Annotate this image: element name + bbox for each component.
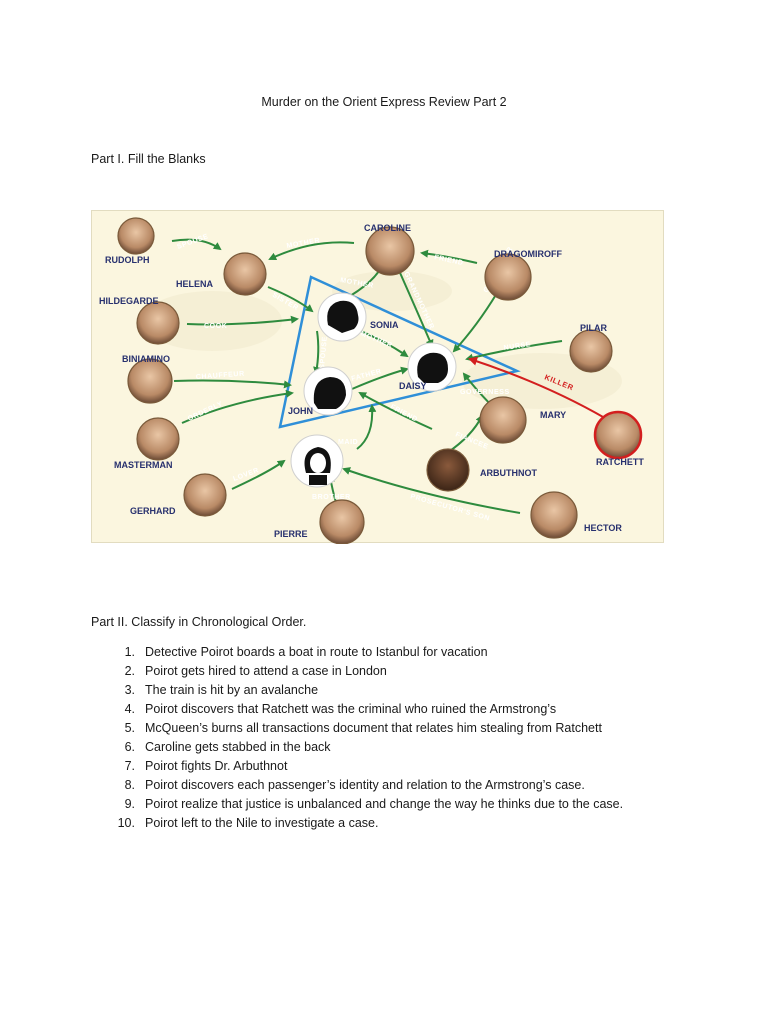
portrait-masterman: [137, 418, 179, 460]
list-item: 7.Poirot fights Dr. Arbuthnot: [108, 757, 623, 776]
relation-label: ORDERLY: [187, 400, 224, 422]
relation-label: MAID: [338, 439, 358, 446]
arrow-chauffeur: [174, 381, 290, 386]
relation-label: CHAUFFEUR: [196, 371, 245, 381]
silhouette-sonia: [318, 293, 366, 341]
part1-heading: Part I. Fill the Blanks: [91, 152, 206, 166]
label-caroline: CAROLINE: [364, 223, 411, 233]
portrait-helena: [224, 253, 266, 295]
list-item: 8.Poirot discovers each passenger’s iden…: [108, 776, 623, 795]
list-item: 6.Caroline gets stabbed in the back: [108, 738, 623, 757]
relation-label: FIANCEE: [454, 431, 489, 451]
portrait-hildegarde: [137, 302, 179, 344]
arrow-spouse-center: [316, 331, 318, 373]
relation-label: GOVERNESS: [460, 389, 510, 396]
relation-label: MOTHER: [359, 330, 393, 349]
label-daisy: DAISY: [399, 381, 427, 391]
label-masterman: MASTERMAN: [114, 460, 173, 470]
label-ratchett: RATCHETT: [596, 457, 644, 467]
list-item: 1.Detective Poirot boards a boat in rout…: [108, 643, 623, 662]
character-relationship-diagram: SPOUSE MOTHER FRIEND MOTHER SISTER GRAND…: [91, 210, 664, 543]
label-biniamino: BINIAMINO: [122, 354, 170, 364]
portrait-hector: [531, 492, 577, 538]
portrait-pilar: [570, 330, 612, 372]
portrait-ratchett: [595, 412, 641, 458]
label-hector: HECTOR: [584, 523, 622, 533]
list-item: 2.Poirot gets hired to attend a case in …: [108, 662, 623, 681]
relation-label: COOK: [204, 323, 227, 330]
label-mary: MARY: [540, 410, 566, 420]
label-john: JOHN: [288, 406, 313, 416]
relation-label: NURSE: [503, 341, 531, 352]
label-pierre: PIERRE: [274, 529, 308, 539]
arrow-maid: [357, 406, 372, 449]
list-item: 5.McQueen’s burns all transactions docum…: [108, 719, 623, 738]
list-item: 10.Poirot left to the Nile to investigat…: [108, 814, 623, 833]
portrait-dragomiroff: [485, 254, 531, 300]
silhouette-maid: [291, 435, 343, 487]
relation-label: FRIEND: [389, 404, 418, 424]
label-arbuthnot: ARBUTHNOT: [480, 468, 537, 478]
label-helena: HELENA: [176, 279, 214, 289]
arrow-godmother: [454, 293, 497, 351]
relation-label: FRIEND: [434, 254, 464, 267]
label-pilar: PILAR: [580, 323, 608, 333]
portrait-arbuthnot: [427, 449, 469, 491]
relation-label: SPOUSE: [319, 336, 329, 369]
relation-label: FATHER: [351, 368, 383, 383]
relation-label: MOTHER: [286, 237, 321, 250]
list-item: 3.The train is hit by an avalanche: [108, 681, 623, 700]
portrait-biniamino: [128, 359, 172, 403]
chronological-events-list: 1.Detective Poirot boards a boat in rout…: [108, 643, 623, 833]
portrait-gerhard: [184, 474, 226, 516]
list-item: 4.Poirot discovers that Ratchett was the…: [108, 700, 623, 719]
label-rudolph: RUDOLPH: [105, 255, 150, 265]
relation-label: LOVER: [232, 467, 260, 483]
portrait-mary: [480, 397, 526, 443]
label-hildegarde: HILDEGARDE: [99, 296, 159, 306]
part2-heading: Part II. Classify in Chronological Order…: [91, 615, 306, 629]
label-dragomiroff: DRAGOMIROFF: [494, 249, 562, 259]
label-sonia: SONIA: [370, 320, 399, 330]
label-gerhard: GERHARD: [130, 506, 176, 516]
portrait-pierre: [320, 500, 364, 544]
portrait-caroline: [366, 227, 414, 275]
document-title: Murder on the Orient Express Review Part…: [0, 95, 768, 109]
list-item: 9.Poirot realize that justice is unbalan…: [108, 795, 623, 814]
portrait-rudolph: [118, 218, 154, 254]
relation-label: PROSECUTOR'S SON: [409, 493, 490, 522]
